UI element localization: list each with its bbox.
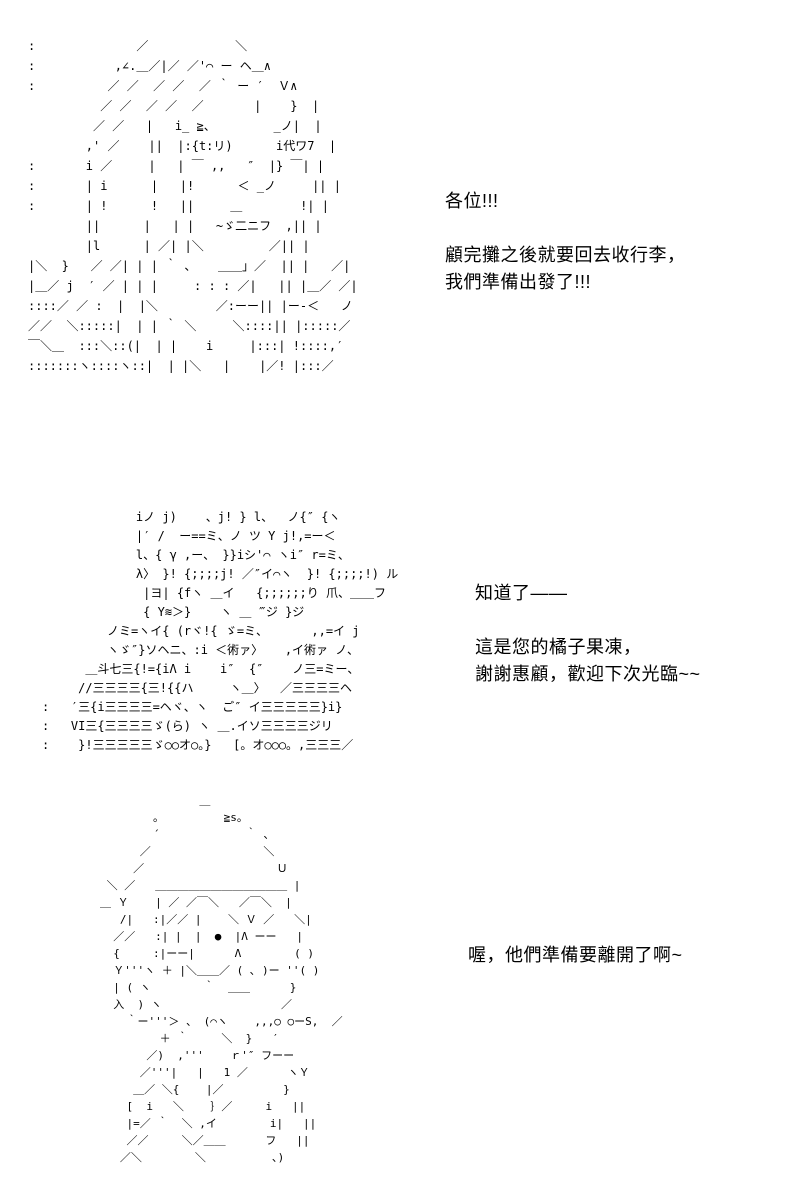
ascii-art-stall-keeper: iノ j) 、j! } l、 ノ{″ {ヽ |′ / ー==ミ、ノ ツ Y j!… xyxy=(42,510,399,752)
dialogue-panel-1: 各位!!! 顧完攤之後就要回去收行李， 我們準備出發了!!! xyxy=(445,191,686,292)
ascii-art-glasses-kid: ＿ 。 ≧s。 ´ ｀ 、 ／ ＼ ／ Ｕ ＼ ／ ＿＿＿＿＿＿＿＿＿＿＿＿ |… xyxy=(100,794,343,1164)
ascii-art-long-haired-girl: : ／ ＼ : ,∠.＿／|／ ／'⌒ ー ヘ＿∧ : ／ ／ ／ ／ ／ ｀ … xyxy=(28,39,358,373)
dialogue-panel-2: 知道了—— 這是您的橘子果凍， 謝謝惠顧，歡迎下次光臨~~ xyxy=(475,583,701,684)
dialogue-panel-3: 喔，他們準備要離開了啊~ xyxy=(468,945,683,965)
